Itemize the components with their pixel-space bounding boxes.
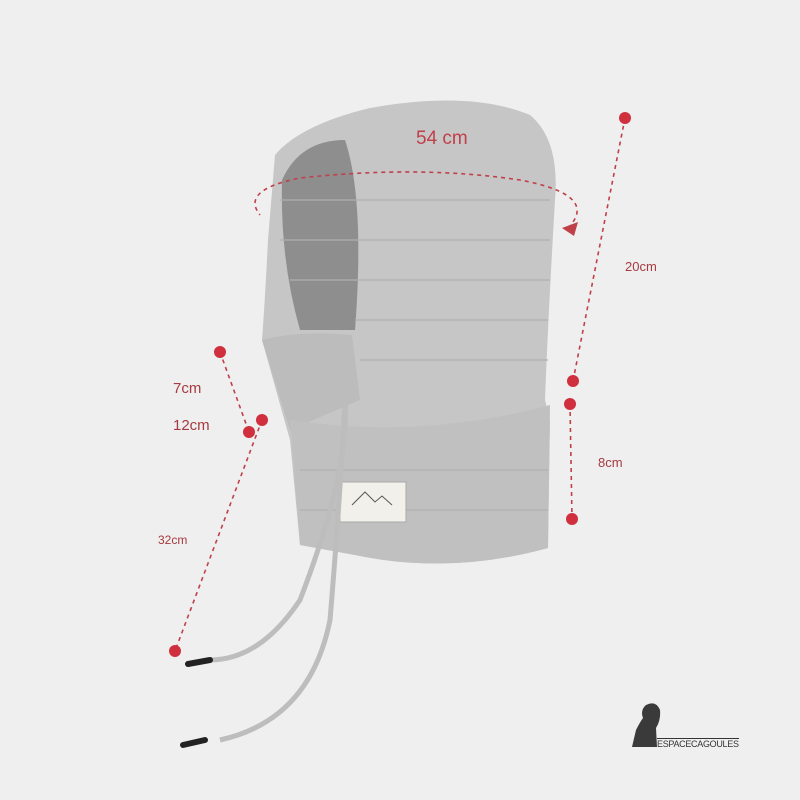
measurement-dots [169, 112, 631, 657]
cord-tip-left [185, 657, 213, 667]
cord-gap-label: 12cm [173, 417, 210, 434]
measurement-lines [174, 117, 626, 652]
drawcord-right [219, 399, 348, 743]
brand-logo-text: ESPACECAGOULES [657, 738, 739, 749]
logo-silhouette-icon [632, 703, 661, 747]
brand-patch [339, 481, 407, 523]
cord-length-label: 32cm [158, 533, 188, 547]
face-opening-label: 7cm [173, 380, 202, 397]
neck-band [290, 405, 550, 564]
cord-tip-right [180, 737, 208, 748]
neck-height-label: 8cm [598, 455, 623, 470]
hood-height-label: 20cm [625, 259, 657, 274]
circumference-label: 54 cm [416, 128, 468, 149]
arrow-head-icon [562, 222, 578, 236]
neck-fold [262, 333, 360, 430]
hood-inner-lining [281, 140, 359, 330]
